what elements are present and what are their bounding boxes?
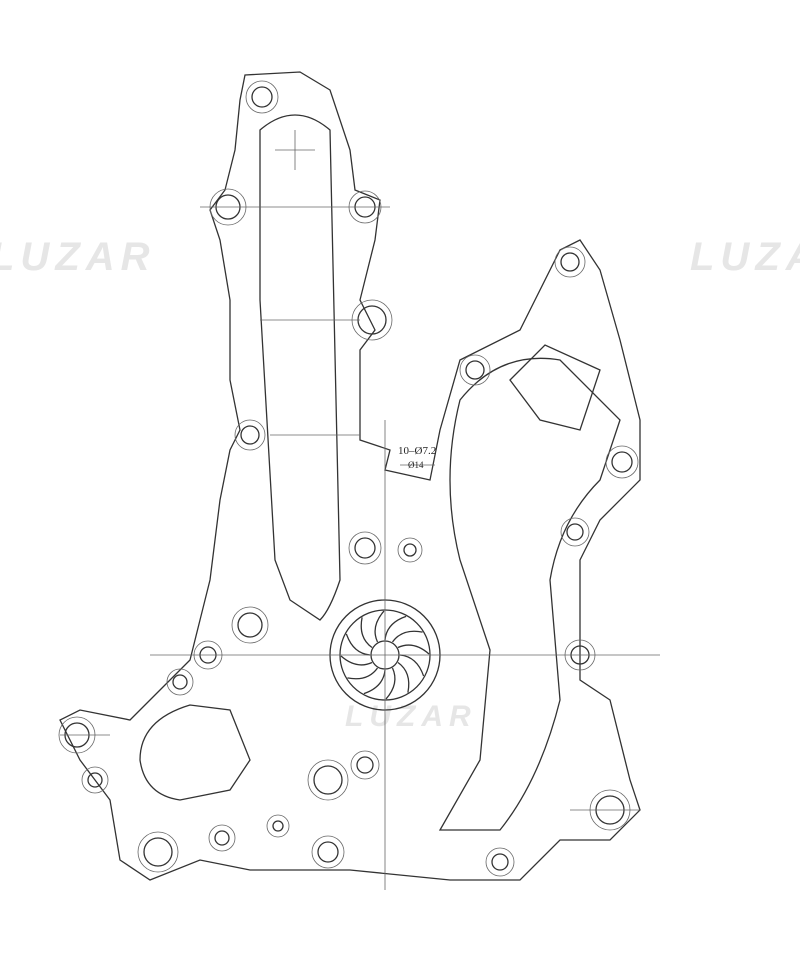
bolt-hole (566, 523, 584, 541)
boss-outline (208, 824, 236, 852)
window-lower (139, 704, 251, 801)
impeller-vane (397, 661, 410, 693)
boss-outline (266, 814, 290, 838)
impeller-vane (397, 644, 430, 655)
bolt-hole (357, 305, 387, 335)
bolt-hole (313, 765, 343, 795)
holes-annotation: 10–Ø7.2 (398, 445, 437, 457)
boss-outline (231, 606, 269, 644)
bolt-hole (560, 252, 580, 272)
watermark-right: LUZAR (690, 235, 800, 279)
impeller-vane (347, 667, 379, 680)
impeller-vane (374, 610, 385, 643)
impeller-vane (360, 617, 373, 649)
boss-outline (554, 246, 586, 278)
boss-outline (245, 80, 279, 114)
bolt-hole (356, 756, 374, 774)
bolt-hole (143, 837, 173, 867)
boss-outline (350, 750, 380, 780)
bolt-hole (354, 537, 376, 559)
boss-outline (348, 531, 382, 565)
impeller-vane (384, 615, 407, 641)
boss-outline (166, 668, 194, 696)
bolt-holes (58, 80, 639, 877)
bolt-hole (240, 425, 260, 445)
bolt-hole (214, 830, 230, 846)
bolt-hole (491, 853, 509, 871)
boss-outline (459, 354, 491, 386)
boss-outline (311, 835, 345, 869)
bolt-hole (251, 86, 273, 108)
diameter-annotation: Ø14 (408, 460, 424, 470)
bolt-hole (237, 612, 263, 638)
bolt-hole (403, 543, 417, 557)
impeller-vane (345, 633, 371, 656)
impeller-vane (385, 667, 396, 700)
pump-body-outline (59, 71, 641, 881)
bolt-hole (611, 451, 633, 473)
boss-outline (605, 445, 639, 479)
impeller-vane (340, 655, 373, 666)
impeller-vane (391, 630, 423, 643)
watermark-left: LUZAR (0, 235, 156, 279)
channel-outline (259, 114, 341, 621)
impeller-vane (363, 669, 386, 695)
bolt-hole (272, 820, 284, 832)
right-channel (438, 357, 621, 831)
boss-outline (81, 766, 109, 794)
center-lines (60, 130, 660, 890)
boss-outline (397, 537, 423, 563)
window-upper (509, 344, 601, 431)
boss-outline (560, 517, 590, 547)
boss-outline (485, 847, 515, 877)
bolt-hole (87, 772, 103, 788)
impeller-vane (399, 654, 425, 677)
bolt-hole (172, 674, 188, 690)
bolt-hole (317, 841, 339, 863)
boss-outline (307, 759, 349, 801)
boss-outline (234, 419, 266, 451)
bolt-hole (465, 360, 485, 380)
boss-outline (137, 831, 179, 873)
